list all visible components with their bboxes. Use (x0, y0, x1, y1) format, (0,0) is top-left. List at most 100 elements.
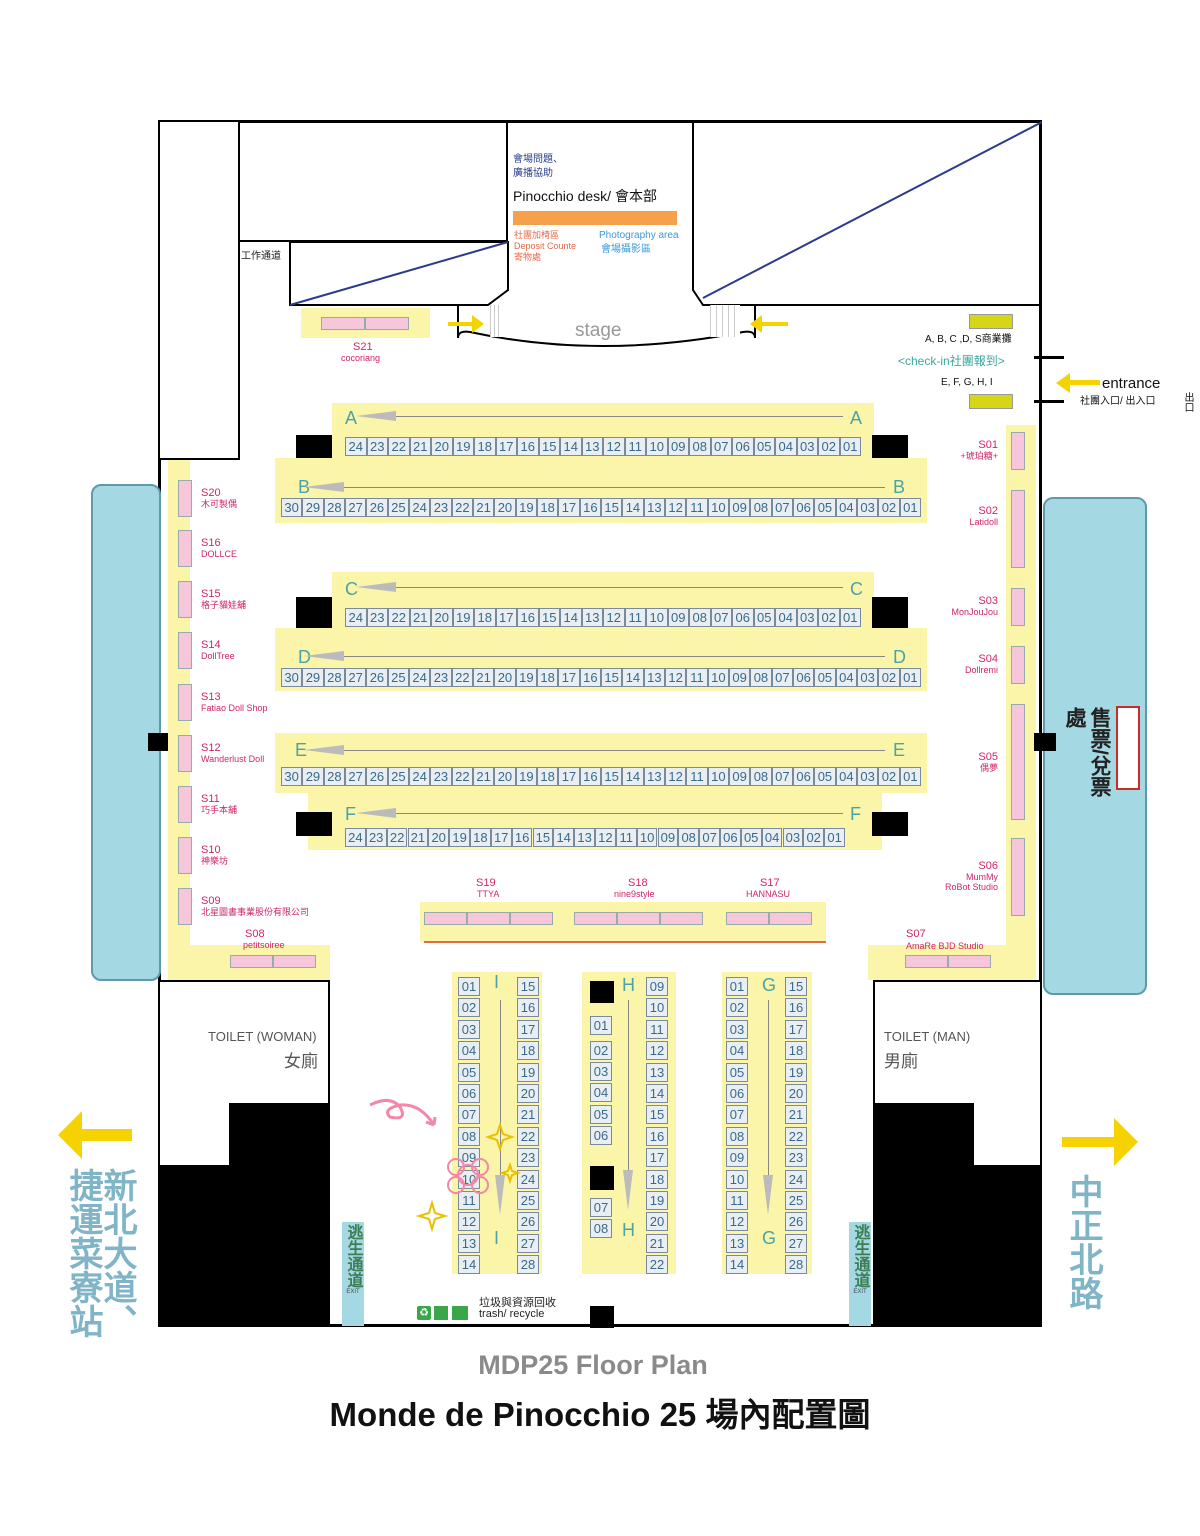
row-F-table-24: 24 (345, 828, 366, 847)
row-C-table-05: 05 (753, 608, 775, 627)
deposit-label-1: 社團加椅區 (514, 230, 560, 240)
row-B-table-30: 30 (281, 498, 303, 517)
row-C-table-18: 18 (474, 608, 496, 627)
row-F-table-21: 21 (407, 828, 429, 847)
s19-table-1 (424, 912, 467, 925)
row-B-table-08: 08 (750, 498, 772, 517)
column-G-table-03: 03 (726, 1019, 748, 1039)
row-F-letter-left: F (345, 804, 356, 824)
column-I-table-12: 12 (458, 1212, 480, 1232)
s19-table-2 (467, 912, 510, 925)
row-C-table-24: 24 (345, 608, 367, 627)
trash-cn: 垃圾與資源回收 (479, 1297, 556, 1309)
column-I-table-22: 22 (517, 1126, 539, 1146)
s18-table-1 (574, 912, 617, 925)
desk-note: 會場問題、 廣播協助 (513, 154, 563, 179)
column-I-table-17: 17 (517, 1019, 539, 1039)
left-stall-S11-table (178, 786, 192, 823)
right-stall-S03-table (1011, 588, 1025, 626)
column-G-table-13: 13 (726, 1233, 748, 1253)
row-E-table-07: 07 (771, 767, 793, 786)
left-stall-S15-name: 格子貓娃舖 (201, 600, 247, 610)
column-H-table-13: 13 (646, 1062, 668, 1082)
entrance-checkin: <check-in社團報到> (898, 354, 1005, 368)
left-stall-S12-name: Wanderlust Doll (201, 754, 265, 764)
row-F-table-11: 11 (615, 828, 637, 847)
row-D-table-26: 26 (366, 668, 388, 687)
row-B-table-06: 06 (793, 498, 815, 517)
column-I-table-23: 23 (517, 1148, 539, 1168)
row-F-table-12: 12 (595, 828, 616, 847)
column-G-table-28: 28 (785, 1255, 807, 1275)
column-I-table-03: 03 (458, 1019, 480, 1039)
left-stall-S20-table (178, 480, 192, 517)
exit-left-small: EXIT (346, 1289, 360, 1295)
toilet-man-block-upper (873, 1103, 974, 1166)
entrance-sign-2 (969, 394, 1013, 409)
row-D-direction-arrow (304, 651, 344, 661)
row-C-table-07: 07 (710, 608, 732, 627)
row-B-table-20: 20 (494, 498, 516, 517)
column-H-direction-line (628, 1000, 629, 1170)
row-D-table-07: 07 (771, 668, 793, 687)
row-E-table-03: 03 (857, 767, 879, 786)
row-E-table-21: 21 (473, 767, 495, 786)
row-E-table-13: 13 (643, 767, 665, 786)
column-G-table-15: 15 (785, 977, 807, 996)
column-H-table-08: 08 (590, 1219, 612, 1238)
row-D-table-22: 22 (451, 668, 473, 687)
left-stall-S16-code: S16 (201, 537, 221, 549)
row-E-table-18: 18 (537, 767, 559, 786)
exit-right-small: EXIT (853, 1289, 867, 1295)
row-B-table-16: 16 (579, 498, 601, 517)
row-B-table-28: 28 (323, 498, 345, 517)
column-H-table-14: 14 (646, 1084, 668, 1103)
row-D-table-11: 11 (686, 668, 708, 687)
row-D-direction-line (318, 656, 885, 657)
column-G-table-20: 20 (785, 1084, 807, 1103)
row-B-table-27: 27 (345, 498, 367, 517)
row-C-direction-line (370, 587, 843, 588)
row-D-table-21: 21 (473, 668, 495, 687)
row-A-table-05: 05 (753, 437, 775, 456)
column-G-table-22: 22 (785, 1126, 807, 1146)
column-I-table-19: 19 (517, 1062, 539, 1082)
entrance-far: 出口 (1182, 392, 1193, 412)
row-C-table-22: 22 (388, 608, 410, 627)
stage-steps-left (490, 305, 502, 337)
row-A-table-10: 10 (646, 437, 668, 456)
column-G-table-06: 06 (726, 1084, 748, 1103)
row-B-table-26: 26 (366, 498, 388, 517)
row-B-table-01: 01 (899, 498, 921, 517)
row-B-table-29: 29 (302, 498, 324, 517)
row-F-pillar-1 (296, 812, 332, 836)
row-E-table-19: 19 (515, 767, 537, 786)
column-H-table-22: 22 (646, 1255, 668, 1275)
right-stall-S01-code: S01 (978, 439, 998, 451)
entrance-efghi: E, F, G, H, I (941, 377, 993, 388)
column-H-table-04: 04 (590, 1083, 612, 1102)
entrance-abcd: A, B, C ,D, S商業攤 (925, 334, 1012, 345)
column-G-table-01: 01 (726, 977, 748, 996)
row-A-table-24: 24 (345, 437, 367, 456)
row-E-table-23: 23 (430, 767, 452, 786)
stage-label: stage (575, 320, 622, 341)
row-A-table-18: 18 (474, 437, 496, 456)
right-stall-S04-name: Dollremi (964, 665, 998, 675)
desk-counter (513, 211, 677, 225)
row-F-table-20: 20 (428, 828, 450, 847)
row-C-table-04: 04 (775, 608, 797, 627)
row-A-table-16: 16 (517, 437, 539, 456)
right-stall-S05-code: S05 (978, 751, 998, 763)
row-E-direction-arrow (304, 745, 344, 755)
s18-code: S18 (628, 877, 648, 889)
footer-subtitle: MDP25 Floor Plan (478, 1350, 708, 1380)
recycle-icon: ♻ (417, 1306, 431, 1320)
column-H-table-06: 06 (590, 1126, 612, 1145)
row-A-pillar-1 (296, 435, 332, 459)
backstage-room-left (158, 120, 240, 460)
s21-name: cocoriang (341, 353, 381, 363)
column-G-table-08: 08 (726, 1126, 748, 1146)
column-H-pillar-mid (590, 1166, 614, 1190)
ticket-booth (1116, 706, 1140, 790)
